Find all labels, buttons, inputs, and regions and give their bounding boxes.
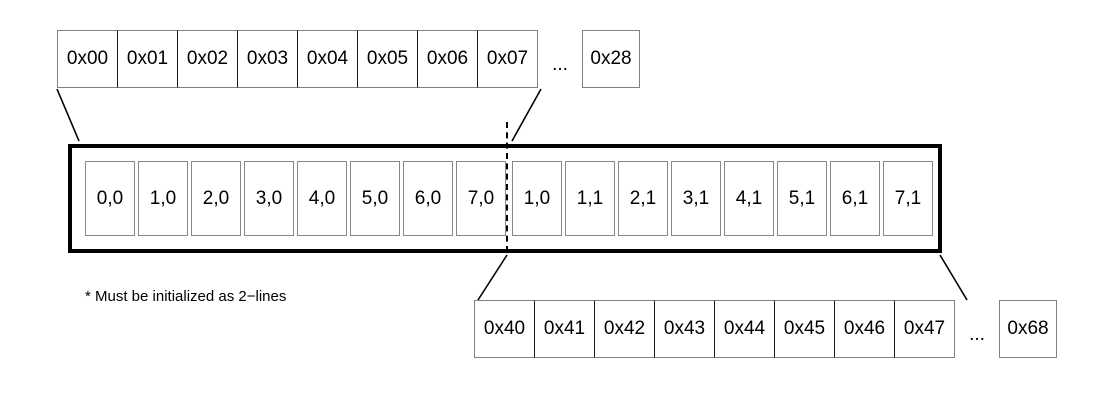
buffer-cell: 6,1 [830, 161, 880, 236]
bottom-address-row: 0x40 0x41 0x42 0x43 0x44 0x45 0x46 0x47 … [474, 300, 1057, 358]
address-box: 0x43 [654, 300, 715, 358]
buffer-cell: 4,1 [724, 161, 774, 236]
address-box: 0x41 [534, 300, 595, 358]
leader-bottom-left [477, 254, 508, 301]
buffer-cell: 2,1 [618, 161, 668, 236]
address-box: 0x44 [714, 300, 775, 358]
address-box-tail: 0x68 [999, 300, 1057, 358]
address-box: 0x45 [774, 300, 835, 358]
buffer-cell: 1,1 [565, 161, 615, 236]
top-address-row: 0x00 0x01 0x02 0x03 0x04 0x05 0x06 0x07 … [57, 30, 640, 88]
address-box-tail: 0x28 [582, 30, 640, 88]
address-box: 0x07 [477, 30, 538, 88]
buffer-cell: 1,0 [138, 161, 188, 236]
line-split-marker [506, 122, 508, 252]
buffer-cell: 5,0 [350, 161, 400, 236]
buffer-cell: 2,0 [191, 161, 241, 236]
leader-top-left [56, 88, 80, 142]
buffer-cell: 4,0 [297, 161, 347, 236]
address-ellipsis: ... [969, 324, 985, 345]
footnote-text: * Must be initialized as 2−lines [85, 288, 287, 305]
address-box: 0x04 [297, 30, 358, 88]
address-box: 0x40 [474, 300, 535, 358]
address-box: 0x42 [594, 300, 655, 358]
address-box: 0x00 [57, 30, 118, 88]
address-box: 0x03 [237, 30, 298, 88]
buffer-cell: 5,1 [777, 161, 827, 236]
address-box: 0x47 [894, 300, 955, 358]
buffer-cell: 7,1 [883, 161, 933, 236]
buffer-cell: 3,1 [671, 161, 721, 236]
address-box: 0x05 [357, 30, 418, 88]
buffer-cell: 1,0 [512, 161, 562, 236]
leader-top-right [511, 88, 542, 142]
address-box: 0x01 [117, 30, 178, 88]
buffer-cell: 7,0 [456, 161, 506, 236]
leader-bottom-right [939, 254, 968, 301]
address-box: 0x46 [834, 300, 895, 358]
buffer-cell: 0,0 [85, 161, 135, 236]
address-ellipsis: ... [552, 54, 568, 75]
address-box: 0x06 [417, 30, 478, 88]
buffer-cell: 3,0 [244, 161, 294, 236]
buffer-cell: 6,0 [403, 161, 453, 236]
address-box: 0x02 [177, 30, 238, 88]
